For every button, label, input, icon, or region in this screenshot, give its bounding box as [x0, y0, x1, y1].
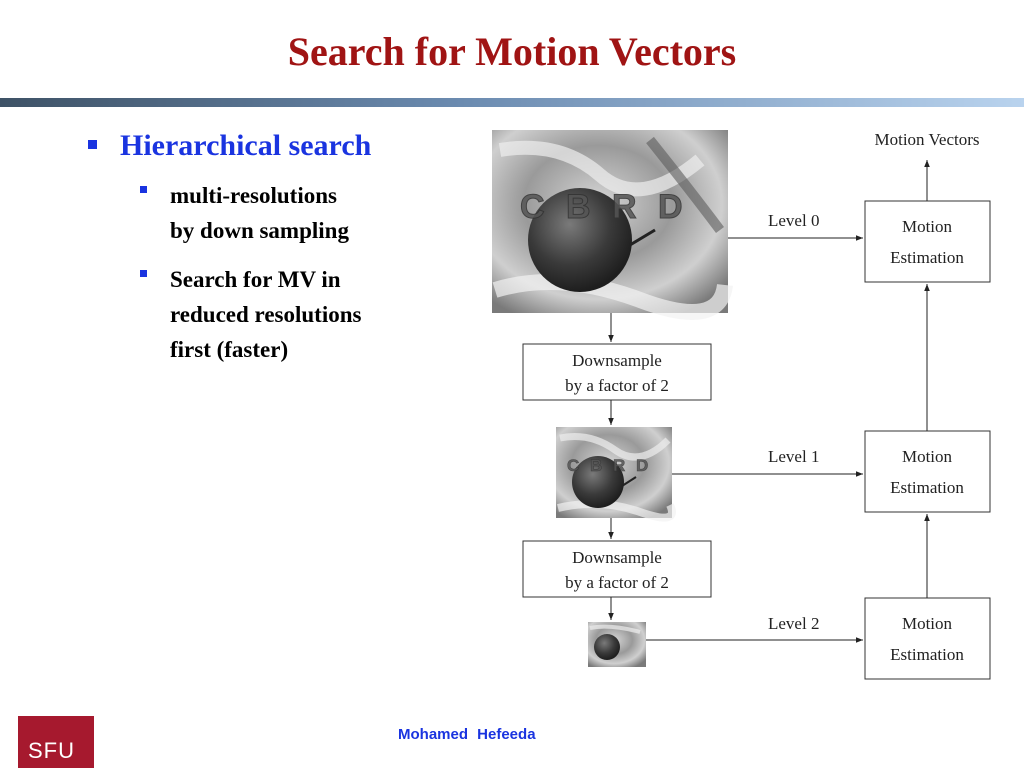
sub-bullet-1-line-2: by down sampling: [170, 218, 349, 243]
downsample-1-line-1: Downsample: [572, 351, 662, 370]
bullet-square-icon: [140, 270, 147, 277]
downsample-1-line-2: by a factor of 2: [565, 376, 669, 395]
sfu-logo: SFU: [18, 716, 94, 768]
downsample-box-1: Downsample by a factor of 2: [522, 343, 712, 401]
bullet-square-icon: [140, 186, 147, 193]
sub-bullet-2-line-2: reduced resolutions: [170, 302, 362, 327]
sub-bullet-1-line-1: multi-resolutions: [170, 183, 337, 208]
me-2-line-1: Motion: [902, 614, 953, 633]
level-2-image: [588, 622, 646, 667]
sub-bullet-1: multi-resolutions by down sampling: [140, 178, 428, 248]
title-divider-bar: [0, 98, 1024, 107]
sub-bullet-2: Search for MV in reduced resolutions fir…: [140, 262, 428, 367]
me-1-line-1: Motion: [902, 447, 953, 466]
me-0-line-1: Motion: [902, 217, 953, 236]
level-1-label: Level 1: [768, 447, 819, 466]
level-0-label: Level 0: [768, 211, 819, 230]
bullet-list: Hierarchical search multi-resolutions by…: [88, 128, 428, 367]
downsample-2-line-2: by a factor of 2: [565, 573, 669, 592]
downsample-2-line-1: Downsample: [572, 548, 662, 567]
me-2-line-2: Estimation: [890, 645, 964, 664]
level-0-image: C B R D: [492, 130, 733, 320]
bullet-square-icon: [88, 140, 97, 149]
bullet-main-text: Hierarchical search: [120, 129, 372, 162]
diagram-arrows: [608, 160, 930, 643]
sub-bullet-2-line-3: first (faster): [170, 337, 289, 362]
me-1-line-2: Estimation: [890, 478, 964, 497]
me-0-line-2: Estimation: [890, 248, 964, 267]
level-1-image-text: C B R D: [567, 456, 651, 475]
bullet-main: Hierarchical search: [88, 128, 428, 164]
sfu-logo-text: SFU: [28, 738, 75, 763]
level-2-label: Level 2: [768, 614, 819, 633]
footer-author: Mohamed Hefeeda: [398, 726, 536, 743]
slide-title: Search for Motion Vectors: [287, 29, 737, 74]
downsample-box-2: Downsample by a factor of 2: [522, 540, 712, 598]
motion-estimation-box-2: Motion Estimation: [864, 597, 991, 680]
sub-bullet-2-line-1: Search for MV in: [170, 267, 341, 292]
motion-estimation-box-0: Motion Estimation: [864, 200, 991, 283]
motion-estimation-box-1: Motion Estimation: [864, 430, 991, 513]
level-0-image-text: C B R D: [520, 188, 689, 226]
motion-vectors-label: Motion Vectors: [875, 130, 980, 149]
level-1-image: C B R D: [556, 427, 676, 522]
